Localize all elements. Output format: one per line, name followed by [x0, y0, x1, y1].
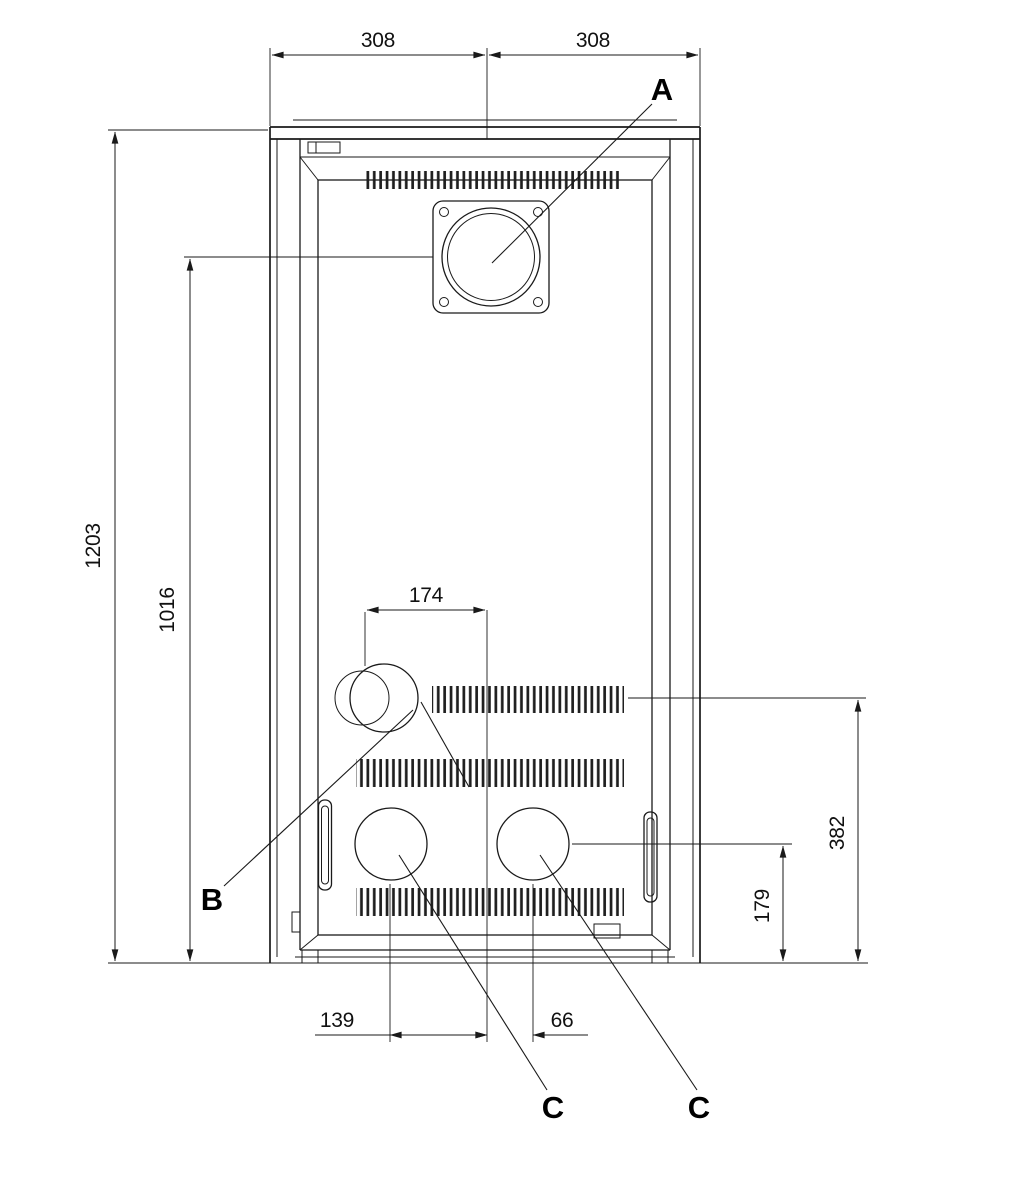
dim-text-308-left: 308	[361, 29, 395, 52]
dim-text-1016: 1016	[156, 587, 179, 633]
flue-flange	[432, 200, 550, 314]
rear-panel	[317, 179, 653, 936]
flue-outlet-a	[432, 200, 550, 314]
connections-c	[354, 807, 570, 881]
air-inlet-inner	[334, 670, 390, 726]
air-inlet-b	[334, 663, 419, 733]
dim-text-1203: 1203	[82, 523, 105, 569]
right-wall-slot-inner	[646, 817, 655, 897]
dim-text-174: 174	[409, 584, 444, 607]
connection-c-left	[354, 807, 428, 881]
middle-vent-grille-2	[356, 759, 624, 787]
top-vent-grille	[366, 171, 622, 189]
dim-text-308-right: 308	[576, 29, 610, 52]
label-c-right: C	[688, 1090, 710, 1125]
vent-grilles	[356, 171, 624, 916]
corner-diagonal-tr	[651, 156, 671, 181]
lower-vent-grille	[356, 888, 624, 916]
left-wall-slot-inner	[321, 805, 329, 885]
flange-bolt-hole-br	[533, 297, 543, 307]
left-bracket	[291, 911, 301, 933]
leader-b	[223, 709, 414, 887]
flue-pipe-outer	[441, 207, 541, 307]
dim-text-179: 179	[751, 889, 774, 923]
leader-c-left	[398, 854, 548, 1091]
corner-diagonal-tl	[299, 156, 319, 181]
leader-lines	[223, 103, 698, 1091]
air-inlet-outer	[349, 663, 419, 733]
extension-lines	[108, 48, 868, 1042]
label-b: B	[201, 882, 223, 917]
middle-vent-grille-1	[432, 686, 624, 713]
dimension-lines	[111, 51, 862, 1039]
connection-c-right	[496, 807, 570, 881]
dimension-texts: 308 308 1203 1016 174 139 66 382 179	[82, 29, 849, 1032]
flange-bolt-hole-bl	[439, 297, 449, 307]
right-wall-slot	[643, 811, 658, 903]
label-a: A	[651, 72, 673, 107]
top-latch	[307, 141, 341, 154]
left-wall-slot	[317, 799, 333, 891]
flange-bolt-hole-tl	[439, 207, 449, 217]
part-labels: A B C C	[201, 72, 710, 1125]
corner-diagonal-br	[651, 934, 671, 951]
dim-text-66: 66	[551, 1009, 574, 1032]
corner-diagonal-bl	[299, 934, 319, 951]
label-c-left: C	[542, 1090, 564, 1125]
flue-pipe-inner	[447, 213, 535, 301]
leader-c-right	[539, 854, 698, 1091]
flange-bolt-hole-tr	[533, 207, 543, 217]
dim-text-139: 139	[320, 1009, 354, 1032]
leader-a	[491, 103, 653, 264]
dim-text-382: 382	[826, 816, 849, 850]
stove-body-outline	[269, 119, 701, 964]
leader-b-2	[420, 701, 470, 788]
rating-plate	[593, 923, 621, 939]
